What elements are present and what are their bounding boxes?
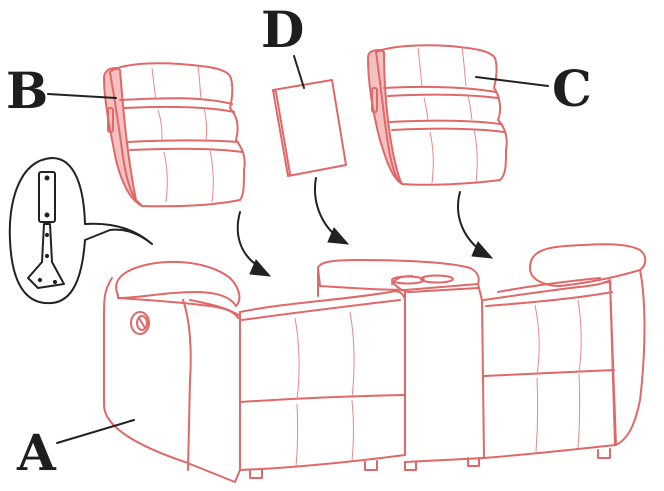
arrow-b-to-seat-icon [236, 211, 272, 277]
arrow-c-to-seat-icon [457, 191, 494, 259]
backrest-b [103, 62, 246, 208]
backrest-c [367, 44, 508, 186]
leader-lines [47, 55, 549, 444]
label-c: C [552, 59, 592, 118]
sofa-base [103, 243, 647, 483]
bracket-icon [27, 171, 65, 289]
label-d: D [261, 0, 304, 59]
bracket-detail-callout [8, 157, 153, 305]
label-b: B [6, 61, 48, 120]
label-a: A [16, 423, 57, 482]
arrow-d-to-console-icon [314, 177, 350, 245]
recline-button-icon [130, 311, 150, 335]
manual-booklet-d [272, 79, 347, 177]
